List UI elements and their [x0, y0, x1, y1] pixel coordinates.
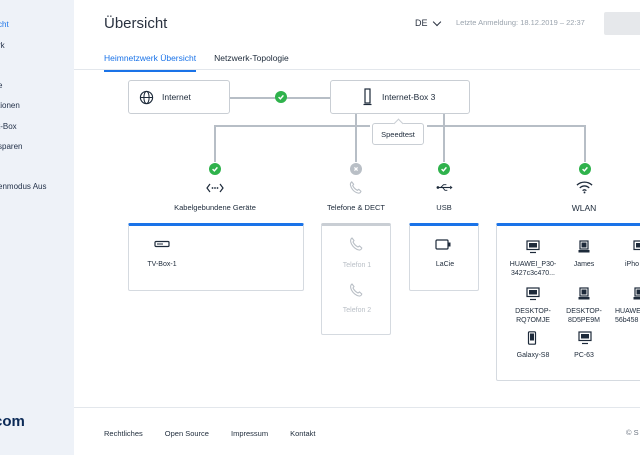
- device-iphone[interactable]: iPho: [625, 261, 640, 268]
- laptop-icon: [578, 287, 590, 300]
- sidebar-item-energie-sparen[interactable]: sparen: [0, 142, 23, 151]
- internet-node[interactable]: Internet: [128, 80, 230, 114]
- internet-box-node[interactable]: Internet-Box 3: [330, 80, 470, 114]
- laptop-icon: [633, 287, 640, 300]
- internet-box-label: Internet-Box 3: [382, 92, 436, 102]
- footer-links: Rechtliches Open Source Impressum Kontak…: [104, 429, 316, 438]
- wired-status-ok-icon: [209, 163, 221, 175]
- wlan-category-label: WLAN: [571, 203, 597, 213]
- page-title: Übersicht: [104, 15, 168, 32]
- sidebar-item-internet-box[interactable]: t-Box: [0, 122, 17, 131]
- computer-icon: [526, 240, 540, 254]
- external-drive-icon: [435, 239, 451, 250]
- wired-category-label: Kabelgebundene Geräte: [174, 203, 256, 212]
- footer-link-impressum[interactable]: Impressum: [230, 429, 269, 438]
- sidebar-item-funktionen[interactable]: tionen: [0, 101, 20, 110]
- footer-link-open-source[interactable]: Open Source: [164, 429, 209, 438]
- device-huawei-2[interactable]: HUAWE 56b458: [615, 308, 640, 325]
- connector-phone: [355, 114, 357, 162]
- phone-icon: [350, 283, 363, 297]
- tab-netzwerk-topologie[interactable]: Netzwerk-Topologie: [214, 53, 289, 63]
- sidebar-item-heimnetzwerk[interactable]: rk: [0, 41, 5, 50]
- wlan-status-ok-icon: [579, 163, 591, 175]
- device-james[interactable]: James: [573, 261, 595, 268]
- phone-icon: [350, 237, 363, 251]
- connector-usb: [443, 114, 445, 162]
- logout-button[interactable]: [604, 12, 640, 35]
- footer-link-rechtliches[interactable]: Rechtliches: [104, 429, 143, 438]
- connector-branch-left: [214, 125, 370, 127]
- language-value: DE: [415, 18, 428, 28]
- usb-icon: [436, 184, 453, 191]
- phone-devices-panel: Telefon 1 Telefon 2: [321, 223, 391, 335]
- smartphone-icon: [527, 331, 537, 345]
- speedtest-button[interactable]: Speedtest: [372, 123, 424, 145]
- last-login-text: Letzte Anmeldung: 18.12.2019 – 22:37: [456, 18, 585, 27]
- usb-status-ok-icon: [438, 163, 450, 175]
- laptop-icon: [578, 240, 590, 253]
- footer-divider: [74, 407, 640, 408]
- router-icon: [363, 88, 372, 106]
- computer-icon: [578, 331, 592, 345]
- tab-bar: Heimnetzwerk Übersicht Netzwerk-Topologi…: [104, 53, 289, 72]
- computer-icon: [526, 287, 540, 301]
- device-galaxy-s8[interactable]: Galaxy-S8: [516, 352, 550, 359]
- device-telefon-2[interactable]: Telefon 2: [342, 307, 372, 314]
- tab-heimnetzwerk-uebersicht[interactable]: Heimnetzwerk Übersicht: [104, 53, 197, 72]
- sidebar: cht rk e tionen t-Box sparen enmodus Aus…: [0, 0, 74, 455]
- ethernet-icon: [206, 183, 224, 193]
- phone-status-off-icon: [350, 163, 362, 175]
- device-lacie[interactable]: LaCie: [435, 261, 455, 268]
- usb-category-label: USB: [436, 203, 452, 212]
- brand-logo-text: com: [0, 413, 25, 430]
- wired-devices-panel: TV-Box-1: [128, 223, 304, 291]
- globe-icon: [139, 90, 154, 104]
- connector-branch-right: [427, 125, 584, 127]
- internet-status-ok-icon: [275, 91, 287, 103]
- phone-icon: [349, 181, 362, 194]
- sidebar-item-wartungsmodus[interactable]: enmodus Aus: [0, 182, 47, 191]
- copyright-text: © S: [626, 428, 639, 437]
- chevron-down-icon: [432, 17, 441, 26]
- device-tv-box-1[interactable]: TV-Box-1: [147, 261, 177, 268]
- device-pc-63[interactable]: PC-63: [574, 352, 594, 359]
- phone-category-label: Telefone & DECT: [327, 203, 385, 212]
- language-selector[interactable]: DE: [415, 17, 441, 28]
- tv-box-icon: [154, 240, 170, 248]
- tabs-divider: [74, 69, 640, 70]
- device-huawei-p30[interactable]: HUAWEI_P30- 3427c3c470...: [509, 261, 557, 278]
- sidebar-item-uebersicht[interactable]: cht: [0, 20, 9, 29]
- device-desktop-8d5pe9m[interactable]: DESKTOP- 8D5PE9M: [566, 308, 602, 325]
- wifi-icon: [576, 181, 593, 194]
- connector-wlan: [584, 125, 586, 162]
- internet-label: Internet: [162, 92, 191, 102]
- sidebar-item-3[interactable]: e: [0, 81, 3, 90]
- computer-icon: [633, 240, 640, 251]
- footer-link-kontakt[interactable]: Kontakt: [290, 429, 316, 438]
- device-desktop-rq7omje[interactable]: DESKTOP- RQ7OMJE: [515, 308, 551, 325]
- device-telefon-1[interactable]: Telefon 1: [342, 262, 372, 269]
- connector-wired: [214, 125, 216, 162]
- usb-devices-panel: LaCie: [409, 223, 479, 291]
- wlan-devices-panel: HUAWEI_P30- 3427c3c470... James iPho DES…: [496, 223, 640, 381]
